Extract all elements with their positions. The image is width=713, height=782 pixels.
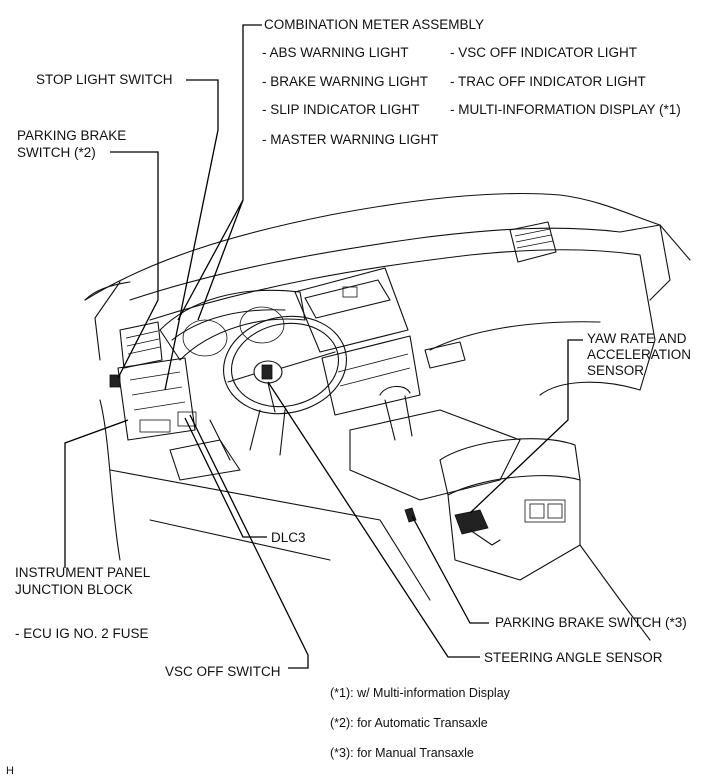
parking-brake-switch-2-label-line2: SWITCH (*2) — [17, 145, 96, 160]
dashboard-illustration — [84, 192, 691, 641]
dlc3-label: DLC3 — [271, 530, 306, 545]
footnote-2: (*2): for Automatic Transaxle — [330, 716, 488, 730]
trac-off-indicator-label: - TRAC OFF INDICATOR LIGHT — [450, 74, 646, 89]
junction-block-label-line1: INSTRUMENT PANEL — [15, 565, 151, 580]
footnote-1: (*1): w/ Multi-information Display — [330, 686, 510, 700]
ecu-fuse-label: - ECU IG NO. 2 FUSE — [15, 626, 149, 641]
yaw-rate-label-line2: ACCELERATION — [587, 347, 692, 362]
slip-indicator-light-label: - SLIP INDICATOR LIGHT — [262, 102, 420, 117]
corner-mark: H — [6, 765, 14, 777]
yaw-rate-label-line3: SENSOR — [587, 363, 645, 378]
vsc-off-indicator-label: - VSC OFF INDICATOR LIGHT — [450, 45, 638, 60]
multi-info-display-label: - MULTI-INFORMATION DISPLAY (*1) — [450, 102, 681, 117]
leader-lines — [64, 24, 583, 669]
footnote-3: (*3): for Manual Transaxle — [330, 746, 474, 760]
combination-meter-label: COMBINATION METER ASSEMBLY — [264, 17, 485, 32]
vsc-off-switch-label: VSC OFF SWITCH — [165, 664, 281, 679]
junction-block-label-line2: JUNCTION BLOCK — [15, 582, 133, 597]
abs-warning-light-label: - ABS WARNING LIGHT — [262, 45, 409, 60]
steering-angle-sensor-label: STEERING ANGLE SENSOR — [484, 650, 663, 665]
parking-brake-switch-3-label: PARKING BRAKE SWITCH (*3) — [495, 615, 687, 630]
stop-light-switch-label: STOP LIGHT SWITCH — [36, 72, 173, 87]
parking-brake-switch-2-label-line1: PARKING BRAKE — [17, 128, 127, 143]
yaw-rate-label-line1: YAW RATE AND — [587, 331, 687, 346]
master-warning-light-label: - MASTER WARNING LIGHT — [262, 132, 439, 147]
brake-warning-light-label: - BRAKE WARNING LIGHT — [262, 74, 429, 89]
